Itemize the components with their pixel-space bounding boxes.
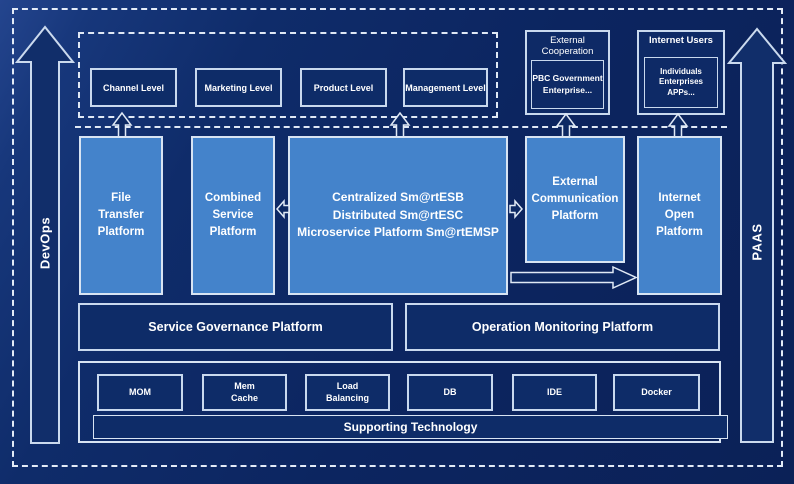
combined-service-platform-label: Combined Service Platform	[204, 192, 262, 238]
db-label: DB	[443, 386, 457, 397]
ide-label: IDE	[546, 386, 562, 397]
operation-monitoring-platform-label: Operation Monitoring Platform	[471, 320, 654, 334]
paas-up-arrow-icon	[726, 27, 788, 443]
up-arrow-icon	[389, 111, 411, 139]
right-arrow-icon	[509, 199, 523, 219]
esb-platform-label: Centralized Sm@rtESB Distributed Sm@rtES…	[297, 190, 499, 240]
flow-right-arrow-icon	[510, 265, 638, 290]
file-transfer-platform-box: File Transfer Platform	[79, 136, 163, 295]
esb-platform-box: Centralized Sm@rtESB Distributed Sm@rtES…	[288, 136, 508, 295]
load-balancing-label: Load Balancing	[325, 380, 369, 403]
load-balancing-box: Load Balancing	[305, 374, 390, 411]
marketing-level-box: Marketing Level	[195, 68, 282, 107]
channel-level-label: Channel Level	[102, 82, 165, 93]
channel-level-box: Channel Level	[90, 68, 177, 107]
up-arrow-icon	[111, 111, 133, 139]
mem-cache-box: Mem Cache	[202, 374, 287, 411]
mom-box: MOM	[97, 374, 183, 411]
supporting-technology-group	[78, 361, 721, 443]
outer-dashed-border	[12, 8, 783, 467]
left-arrow-icon	[276, 199, 290, 219]
db-box: DB	[407, 374, 493, 411]
devops-label: DevOps	[37, 216, 53, 270]
docker-label: Docker	[641, 386, 672, 397]
file-transfer-platform-label: File Transfer Platform	[97, 192, 145, 238]
product-level-label: Product Level	[313, 82, 374, 93]
internet-open-platform-label: Internet Open Platform	[656, 192, 703, 238]
individuals-enterprises-apps-box: Individuals Enterprises APPs...	[644, 57, 718, 108]
management-level-box: Management Level	[403, 68, 488, 107]
product-level-box: Product Level	[300, 68, 387, 107]
pbc-government-enterprise-box: PBC Government Enterprise...	[531, 60, 604, 109]
external-communication-platform-label: External Communication Platform	[531, 176, 619, 222]
supporting-technology-label: Supporting Technology	[343, 420, 478, 434]
operation-monitoring-platform-box: Operation Monitoring Platform	[405, 303, 720, 351]
ide-box: IDE	[512, 374, 597, 411]
marketing-level-label: Marketing Level	[204, 82, 273, 93]
external-cooperation-box: External Cooperation PBC Government Ente…	[525, 30, 610, 115]
individuals-enterprises-apps-label: Individuals Enterprises APPs...	[658, 66, 704, 97]
mem-cache-label: Mem Cache	[230, 380, 258, 403]
internet-open-platform-box: Internet Open Platform	[637, 136, 722, 295]
docker-box: Docker	[613, 374, 700, 411]
levels-dashed-group	[78, 32, 498, 118]
supporting-technology-bar: Supporting Technology	[93, 415, 728, 439]
pbc-government-enterprise-label: PBC Government Enterprise...	[532, 73, 603, 95]
internet-users-box: Internet Users Individuals Enterprises A…	[637, 30, 725, 115]
devops-up-arrow-icon	[14, 25, 76, 444]
paas-label: PAAS	[749, 223, 765, 261]
management-level-label: Management Level	[405, 82, 486, 93]
mom-label: MOM	[129, 386, 151, 397]
service-governance-platform-box: Service Governance Platform	[78, 303, 393, 351]
external-communication-platform-box: External Communication Platform	[525, 136, 625, 263]
internet-users-title: Internet Users	[649, 35, 713, 46]
combined-service-platform-box: Combined Service Platform	[191, 136, 275, 295]
service-governance-platform-label: Service Governance Platform	[148, 320, 323, 334]
external-cooperation-title: External Cooperation	[541, 35, 594, 57]
